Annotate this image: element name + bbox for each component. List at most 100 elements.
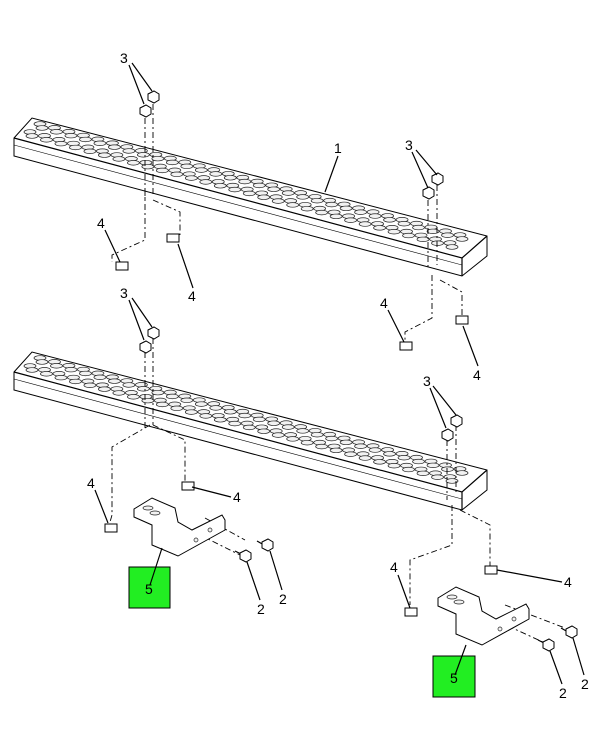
- bolt-icon: [450, 414, 463, 428]
- tread-hole: [180, 397, 194, 403]
- running-board-lower[interactable]: [13, 351, 488, 511]
- tread-hole: [267, 186, 281, 192]
- tread-hole: [83, 148, 97, 154]
- callout-4: 4: [390, 559, 398, 575]
- leader-lines: [94, 62, 585, 685]
- tread-hole: [213, 417, 227, 423]
- highlight-box-bracket-right[interactable]: [432, 655, 476, 698]
- tread-hole: [93, 374, 107, 380]
- tread-hole: [455, 470, 469, 476]
- tread-hole: [358, 455, 372, 461]
- tread-hole: [416, 470, 430, 476]
- tread-hole: [344, 217, 357, 223]
- callout-3: 3: [423, 373, 431, 389]
- tread-hole: [325, 201, 339, 208]
- callout-4: 4: [564, 574, 572, 590]
- tread-hole: [315, 443, 329, 450]
- tread-hole: [83, 382, 97, 388]
- tread-hole: [238, 178, 252, 185]
- tread-hole: [122, 382, 136, 388]
- bolt-icon: [234, 549, 252, 563]
- callout-4: 4: [97, 215, 105, 231]
- tread-hole: [79, 136, 92, 143]
- callout-5: 5: [145, 581, 153, 597]
- tread-hole: [368, 213, 382, 219]
- tread-hole: [50, 129, 63, 135]
- tread-hole: [329, 447, 343, 454]
- assembly-lines: [109, 104, 566, 644]
- tread-hole: [141, 163, 155, 170]
- tread-hole: [137, 152, 150, 158]
- tread-hole: [267, 420, 281, 426]
- tread-hole: [431, 240, 444, 246]
- tread-hole: [112, 390, 126, 396]
- nut-icon: [166, 233, 180, 243]
- tread-hole: [412, 224, 425, 231]
- tread-hole: [310, 432, 324, 438]
- bolt-icon: [139, 104, 152, 118]
- tread-hole: [445, 478, 459, 484]
- tread-hole: [300, 206, 314, 212]
- tread-hole: [165, 159, 179, 166]
- bolt-icon: [147, 90, 160, 104]
- tread-hole: [137, 386, 150, 392]
- tread-hole: [155, 167, 169, 174]
- tread-hole: [98, 386, 111, 392]
- tread-hole: [387, 229, 401, 235]
- tread-hole: [79, 370, 92, 377]
- tread-hole: [223, 175, 237, 181]
- tread-hole: [339, 205, 353, 212]
- tread-hole: [441, 466, 454, 472]
- tread-hole: [426, 228, 440, 234]
- callout-1: 1: [334, 140, 342, 156]
- tread-hole: [455, 236, 469, 242]
- tread-hole: [358, 221, 372, 227]
- tread-hole: [40, 371, 53, 377]
- board-tread-holes: [23, 121, 469, 250]
- tread-hole: [441, 232, 454, 238]
- tread-hole: [344, 451, 357, 457]
- tread-hole: [209, 171, 223, 177]
- tread-hole: [35, 359, 49, 365]
- callout-4: 4: [87, 475, 95, 491]
- bracket-right[interactable]: [437, 586, 530, 646]
- tread-hole: [194, 401, 208, 407]
- nuts: [104, 233, 498, 617]
- tread-hole: [257, 194, 271, 200]
- tread-hole: [122, 148, 136, 154]
- tread-hole: [64, 367, 78, 373]
- nut-icon: [104, 523, 118, 533]
- tread-hole: [180, 163, 194, 169]
- tread-hole: [184, 409, 198, 415]
- callout-3: 3: [405, 137, 413, 153]
- tread-hole: [325, 435, 339, 442]
- callout-2: 2: [257, 601, 265, 617]
- bolt-icon: [139, 340, 152, 354]
- callout-2: 2: [581, 676, 589, 692]
- tread-hole: [228, 186, 242, 193]
- tread-hole: [69, 378, 82, 385]
- tread-hole: [155, 401, 169, 408]
- bolt-icon: [560, 625, 578, 639]
- tread-hole: [252, 416, 266, 423]
- tread-hole: [426, 462, 440, 468]
- bracket-left[interactable]: [133, 497, 226, 557]
- callout-3: 3: [120, 285, 128, 301]
- tread-hole: [416, 236, 430, 242]
- tread-hole: [223, 409, 237, 415]
- nut-icon: [181, 481, 195, 491]
- tread-hole: [184, 175, 198, 181]
- bracket-bolts: [234, 538, 578, 652]
- board-bolts: [139, 90, 463, 442]
- highlight-box-bracket-left[interactable]: [128, 566, 171, 609]
- running-board-upper[interactable]: [13, 117, 488, 277]
- tread-hole: [199, 179, 213, 185]
- callout-4: 4: [188, 288, 196, 304]
- tread-hole: [397, 455, 411, 461]
- tread-hole: [50, 363, 63, 369]
- bolt-icon: [256, 538, 274, 552]
- callout-4: 4: [233, 489, 241, 505]
- tread-hole: [296, 194, 310, 200]
- tread-hole: [170, 405, 184, 411]
